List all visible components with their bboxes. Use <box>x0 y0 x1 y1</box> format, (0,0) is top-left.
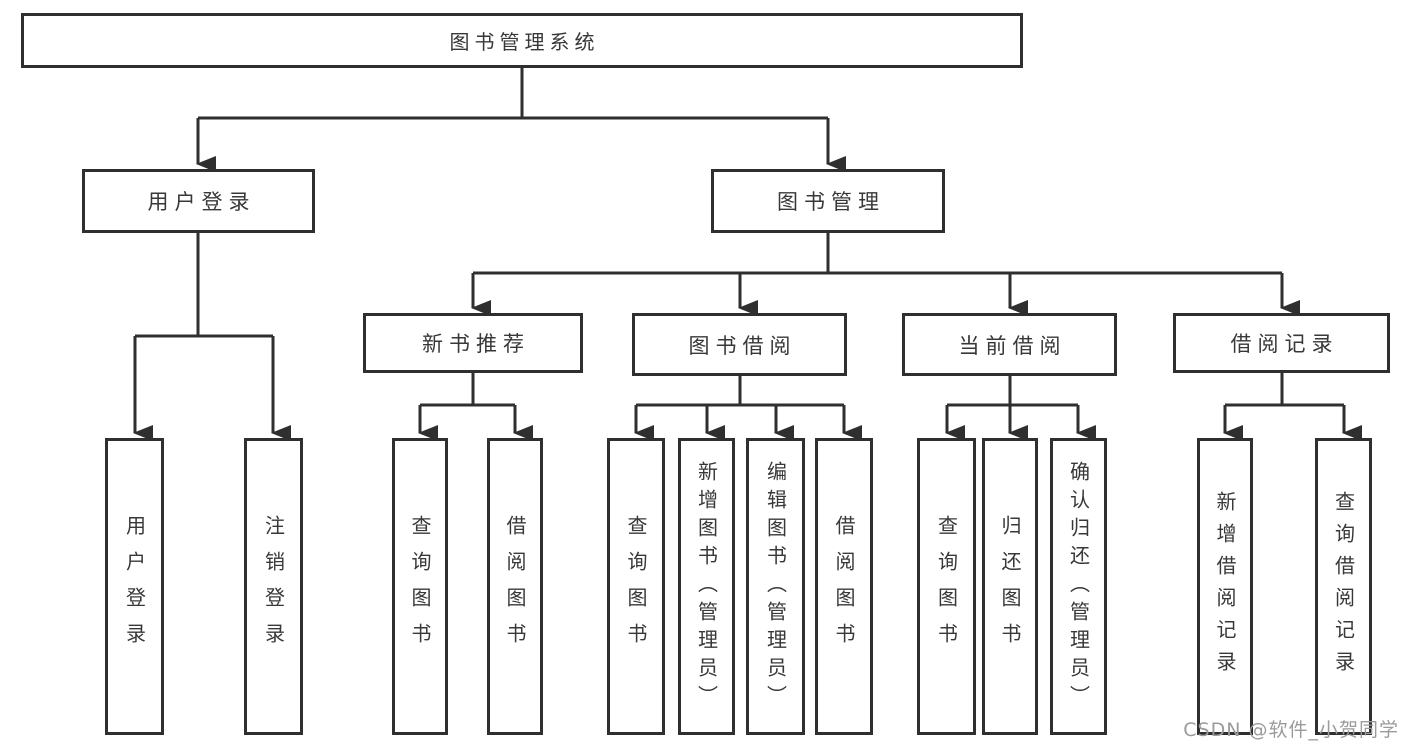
node-book-management-label: 图书管理 <box>777 190 885 214</box>
node-borrow-records-label: 借阅记录 <box>1230 332 1339 356</box>
leaf-query-books-3: 查询图书 <box>917 438 976 735</box>
leaf-logout: 注销登录 <box>244 438 303 735</box>
node-book-borrow: 图书借阅 <box>632 313 847 376</box>
leaf-confirm-return-admin-label: 确认归还（管理员） <box>1066 460 1091 713</box>
leaf-query-books-1: 查询图书 <box>392 438 448 735</box>
leaf-add-books-admin-label: 新增图书（管理员） <box>694 460 719 713</box>
csdn-watermark: CSDN @软件_小贺同学 <box>1183 719 1399 741</box>
leaf-query-books-1-label: 查询图书 <box>408 514 432 659</box>
node-new-book-recommend-label: 新书推荐 <box>422 332 530 356</box>
leaf-query-borrow-record-label: 查询借阅记录 <box>1331 490 1356 683</box>
leaf-query-books-3-label: 查询图书 <box>934 514 959 659</box>
leaf-confirm-return-admin: 确认归还（管理员） <box>1050 438 1107 735</box>
node-book-borrow-label: 图书借阅 <box>688 333 797 358</box>
leaf-borrow-books-2-label: 借阅图书 <box>832 514 856 659</box>
node-current-borrow-label: 当前借阅 <box>958 333 1067 358</box>
leaf-borrow-books-1: 借阅图书 <box>487 438 543 735</box>
node-current-borrow: 当前借阅 <box>902 313 1117 376</box>
node-user-login: 用户登录 <box>82 169 315 233</box>
leaf-query-books-2: 查询图书 <box>607 438 665 735</box>
leaf-borrow-books-1-label: 借阅图书 <box>503 514 527 659</box>
leaf-add-books-admin: 新增图书（管理员） <box>678 438 735 735</box>
node-new-book-recommend: 新书推荐 <box>363 313 583 373</box>
leaf-borrow-books-2: 借阅图书 <box>815 438 873 735</box>
leaf-return-books-label: 归还图书 <box>998 514 1022 659</box>
leaf-edit-books-admin-label: 编辑图书（管理员） <box>763 460 788 713</box>
leaf-user-login-label: 用户登录 <box>122 514 147 659</box>
leaf-edit-books-admin: 编辑图书（管理员） <box>746 438 805 735</box>
leaf-query-borrow-record: 查询借阅记录 <box>1315 438 1372 735</box>
node-book-management: 图书管理 <box>711 169 945 233</box>
leaf-add-borrow-record: 新增借阅记录 <box>1197 438 1253 735</box>
leaf-user-login: 用户登录 <box>105 438 164 735</box>
leaf-add-borrow-record-label: 新增借阅记录 <box>1213 490 1237 683</box>
leaf-logout-label: 注销登录 <box>261 514 286 659</box>
node-root-label: 图书管理系统 <box>449 30 600 54</box>
leaf-query-books-2-label: 查询图书 <box>624 514 648 659</box>
node-borrow-records: 借阅记录 <box>1173 313 1390 373</box>
node-root: 图书管理系统 <box>21 13 1023 68</box>
leaf-return-books: 归还图书 <box>982 438 1038 735</box>
node-user-login-label: 用户登录 <box>147 190 256 214</box>
